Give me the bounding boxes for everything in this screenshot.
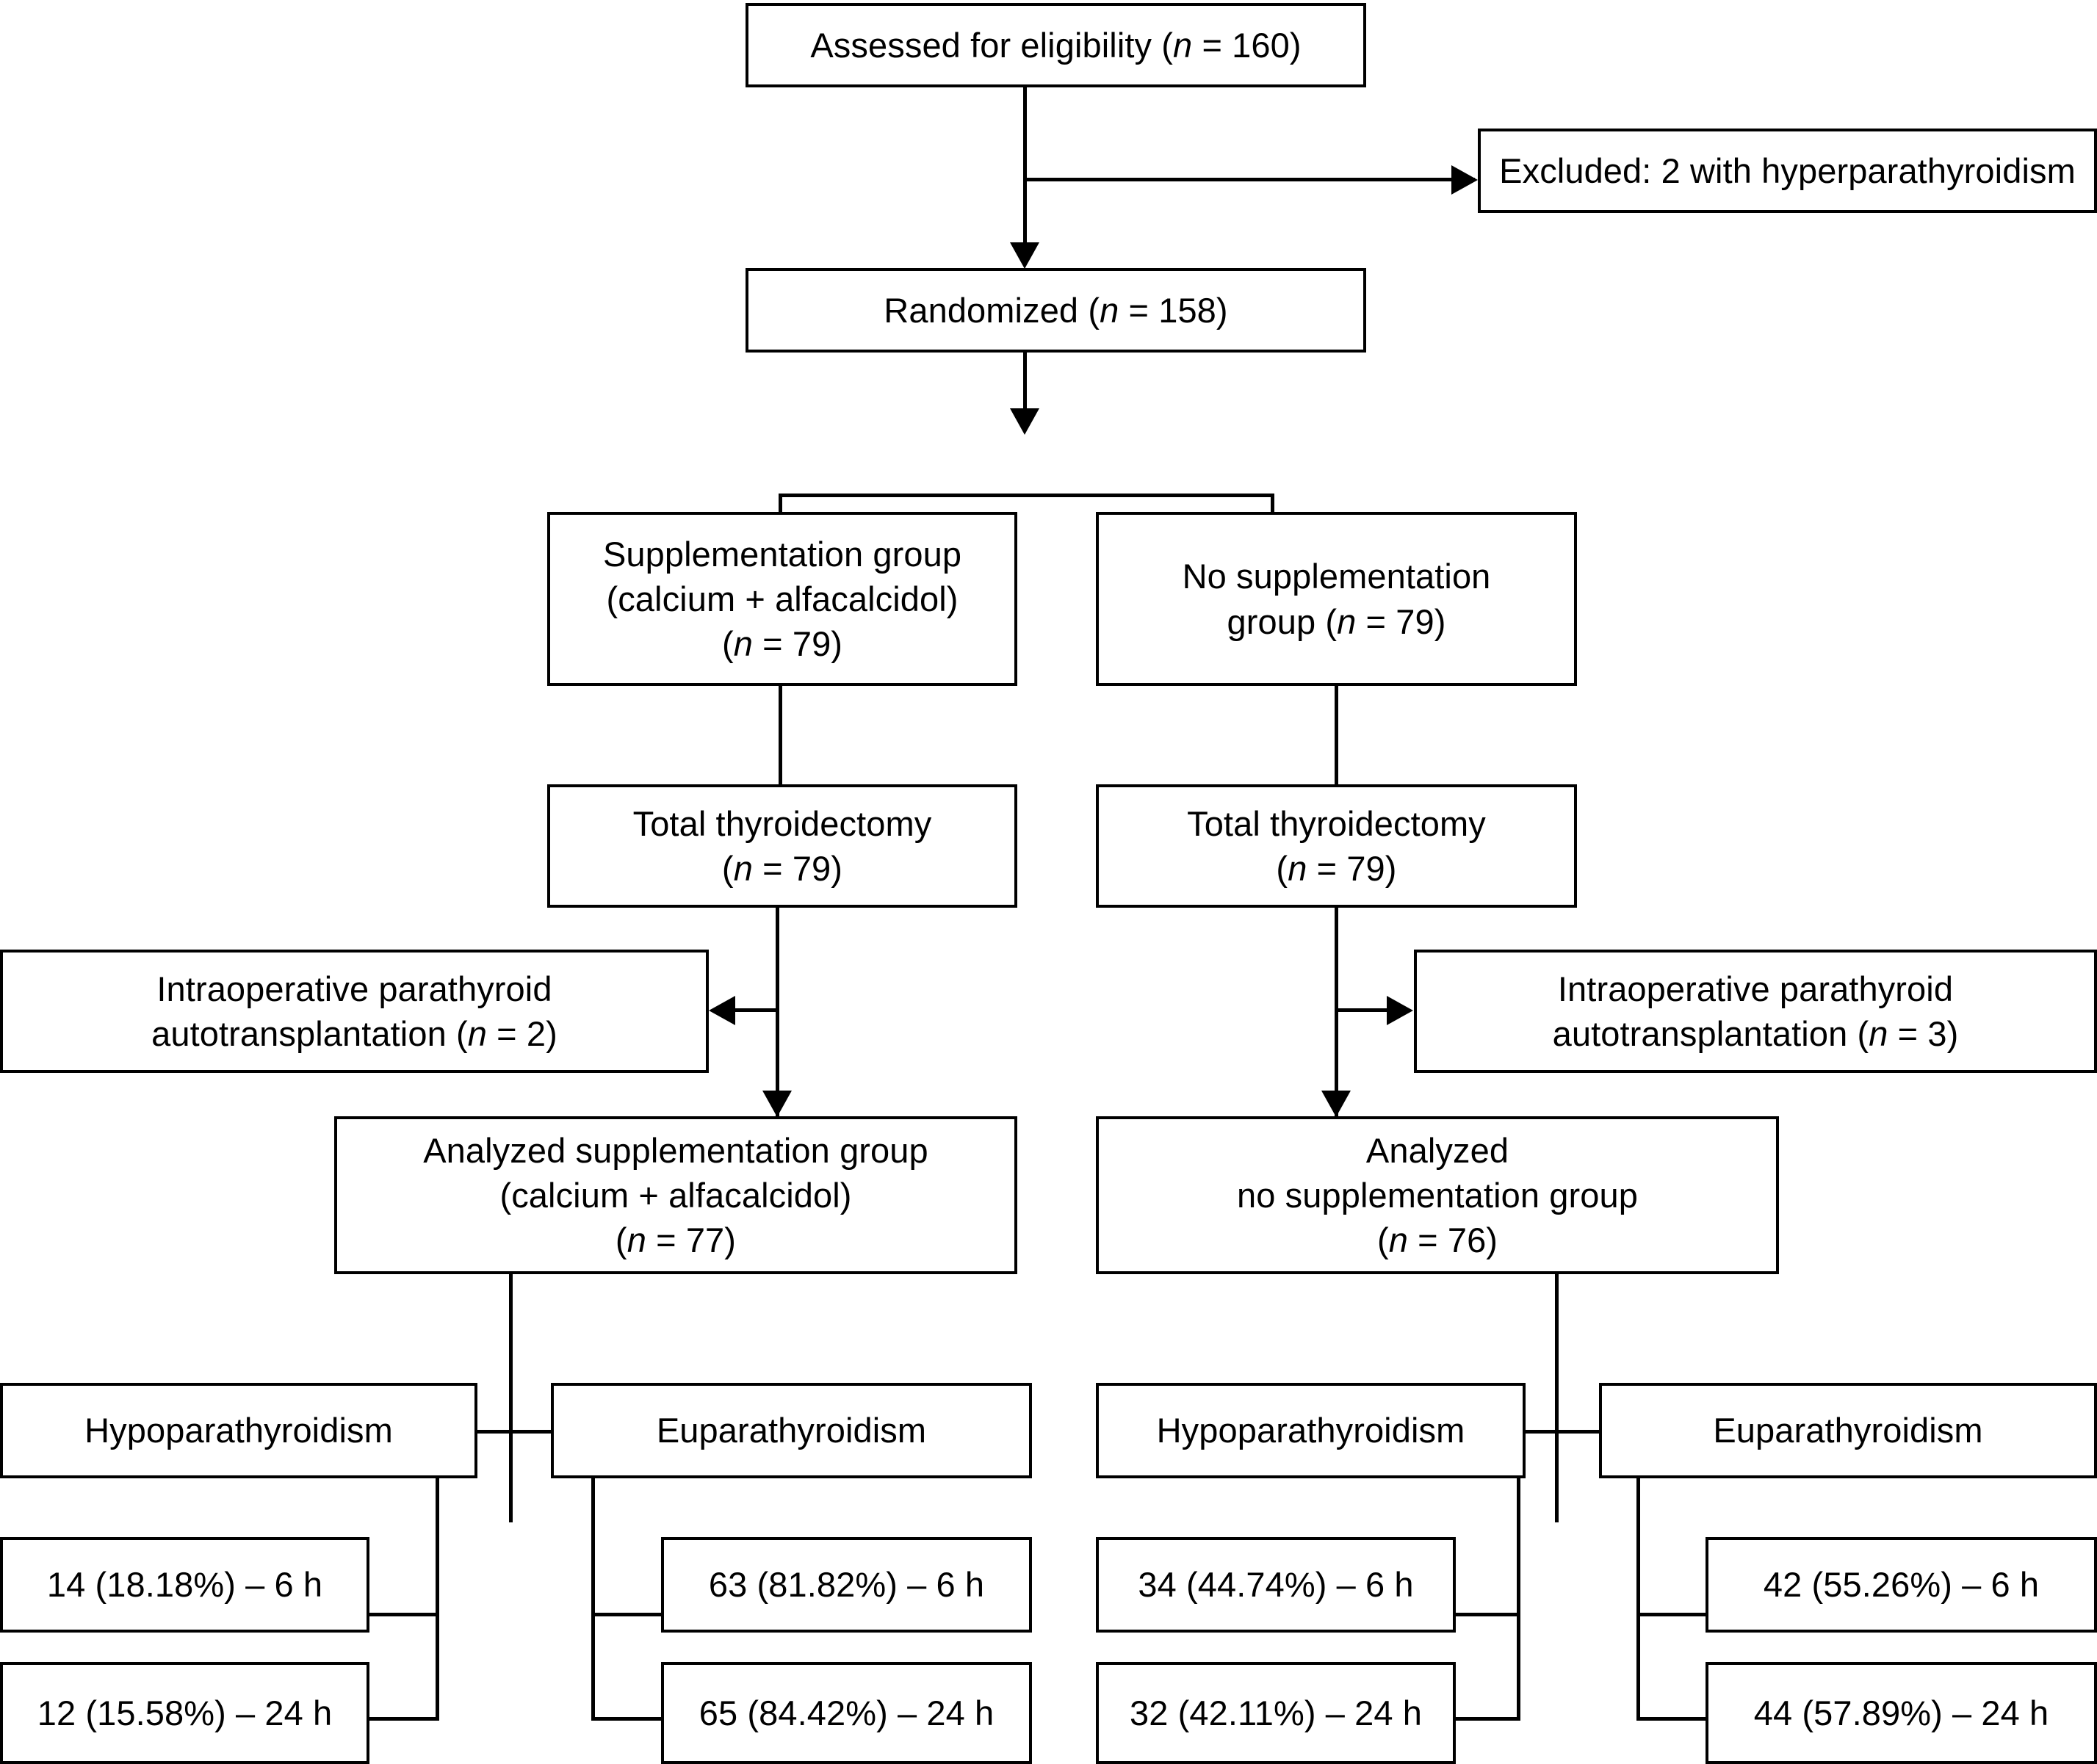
- node-supplementation-group-label: Supplementation group (calcium + alfacal…: [602, 534, 962, 664]
- connector-hypo-right-rail: [1517, 1478, 1520, 1721]
- arrowhead-thyroidectomy-left-trunk: [762, 1091, 792, 1117]
- connector-analyzed-no-supplementation-drop: [1555, 1274, 1559, 1522]
- node-autotransplant-right-label: Intraoperative parathyroid autotransplan…: [1552, 969, 1959, 1053]
- connector-thyroidectomy-left-to-autotransplant: [735, 1008, 779, 1012]
- node-autotransplant-left-label: Intraoperative parathyroid autotransplan…: [151, 969, 557, 1053]
- node-total-thyroidectomy-left-label: Total thyroidectomy (n = 79): [632, 803, 932, 888]
- node-eu-right-6h-label: 42 (55.26%) – 6 h: [1763, 1565, 2040, 1605]
- connector-analyzed-supplementation-drop: [509, 1274, 513, 1522]
- connector-analyzed-no-supplementation-to-hypo: [1522, 1430, 1559, 1434]
- connector-analyzed-supplementation-to-eu: [509, 1430, 553, 1434]
- connector-eu-left-to-24h: [591, 1717, 661, 1721]
- node-analyzed-supplementation: Analyzed supplementation group (calcium …: [334, 1116, 1017, 1274]
- arrowhead-assessed-to-randomized: [1010, 242, 1039, 269]
- node-euparathyroidism-left: Euparathyroidism: [551, 1383, 1032, 1478]
- node-hypo-left-24h: 12 (15.58%) – 24 h: [0, 1662, 369, 1764]
- node-assessed-for-eligibility: Assessed for eligibility (n = 160): [746, 3, 1366, 87]
- node-eu-right-6h: 42 (55.26%) – 6 h: [1706, 1537, 2097, 1633]
- connector-split-bar: [779, 494, 1274, 497]
- node-hypo-right-24h-label: 32 (42.11%) – 24 h: [1129, 1693, 1423, 1732]
- connector-hypo-right-to-6h: [1454, 1613, 1520, 1616]
- node-euparathyroidism-right-label: Euparathyroidism: [1713, 1411, 1983, 1450]
- connector-hypo-right-to-24h: [1454, 1717, 1520, 1721]
- connector-supplementation-to-thyroidectomy: [779, 686, 782, 784]
- node-eu-left-24h: 65 (84.42%) – 24 h: [661, 1662, 1032, 1764]
- connector-eu-right-rail: [1636, 1478, 1640, 1721]
- connector-thyroidectomy-right-trunk: [1335, 908, 1338, 1122]
- node-eu-right-24h-label: 44 (57.89%) – 24 h: [1753, 1693, 2049, 1732]
- connector-analyzed-no-supplementation-to-eu: [1555, 1430, 1599, 1434]
- node-randomized-label: Randomized (n = 158): [884, 290, 1228, 330]
- node-hypoparathyroidism-left: Hypoparathyroidism: [0, 1383, 477, 1478]
- connector-eu-left-rail: [591, 1478, 595, 1721]
- connector-analyzed-supplementation-to-hypo: [476, 1430, 513, 1434]
- node-hypo-right-6h-label: 34 (44.74%) – 6 h: [1138, 1565, 1414, 1605]
- node-assessed-label: Assessed for eligibility (n = 160): [810, 25, 1302, 65]
- node-euparathyroidism-left-label: Euparathyroidism: [656, 1411, 927, 1450]
- connector-hypo-left-to-24h: [369, 1717, 439, 1721]
- connector-hypo-left-to-6h: [369, 1613, 439, 1616]
- node-analyzed-no-supplementation: Analyzed no supplementation group (n = 7…: [1096, 1116, 1779, 1274]
- node-hypo-right-6h: 34 (44.74%) – 6 h: [1096, 1537, 1456, 1633]
- node-supplementation-group: Supplementation group (calcium + alfacal…: [547, 512, 1017, 686]
- connector-thyroidectomy-right-to-autotransplant: [1337, 1008, 1387, 1012]
- connector-assessed-to-randomized: [1023, 87, 1027, 254]
- node-excluded-label: Excluded: 2 with hyperparathyroidism: [1499, 151, 2076, 190]
- connector-no-supplementation-to-thyroidectomy: [1335, 686, 1338, 784]
- node-hypoparathyroidism-left-label: Hypoparathyroidism: [84, 1411, 393, 1450]
- node-autotransplant-right: Intraoperative parathyroid autotransplan…: [1414, 950, 2097, 1073]
- node-hypoparathyroidism-right: Hypoparathyroidism: [1096, 1383, 1526, 1478]
- connector-hypo-left-rail: [436, 1478, 439, 1721]
- arrowhead-assessed-to-excluded: [1451, 165, 1478, 195]
- node-hypoparathyroidism-right-label: Hypoparathyroidism: [1156, 1411, 1465, 1450]
- arrowhead-autotransplant-left: [709, 996, 735, 1025]
- connector-eu-right-to-6h: [1636, 1613, 1706, 1616]
- node-euparathyroidism-right: Euparathyroidism: [1599, 1383, 2097, 1478]
- node-eu-right-24h: 44 (57.89%) – 24 h: [1706, 1662, 2097, 1764]
- arrowhead-thyroidectomy-right-trunk: [1321, 1091, 1351, 1117]
- node-eu-left-6h: 63 (81.82%) – 6 h: [661, 1537, 1032, 1633]
- node-eu-left-6h-label: 63 (81.82%) – 6 h: [708, 1565, 985, 1605]
- connector-eu-right-to-24h: [1636, 1717, 1706, 1721]
- connector-assessed-to-excluded: [1023, 178, 1475, 181]
- connector-thyroidectomy-left-trunk: [776, 908, 779, 1122]
- node-analyzed-supplementation-label: Analyzed supplementation group (calcium …: [423, 1130, 928, 1260]
- node-hypo-left-6h-label: 14 (18.18%) – 6 h: [46, 1565, 323, 1605]
- node-hypo-left-24h-label: 12 (15.58%) – 24 h: [37, 1693, 333, 1732]
- node-hypo-left-6h: 14 (18.18%) – 6 h: [0, 1537, 369, 1633]
- arrowhead-randomized-trunk: [1010, 408, 1039, 435]
- node-randomized: Randomized (n = 158): [746, 268, 1366, 353]
- node-total-thyroidectomy-left: Total thyroidectomy (n = 79): [547, 784, 1017, 908]
- node-total-thyroidectomy-right: Total thyroidectomy (n = 79): [1096, 784, 1577, 908]
- node-no-supplementation-group: No supplementation group (n = 79): [1096, 512, 1577, 686]
- node-excluded: Excluded: 2 with hyperparathyroidism: [1478, 129, 2097, 213]
- node-analyzed-no-supplementation-label: Analyzed no supplementation group (n = 7…: [1237, 1130, 1638, 1260]
- node-hypo-right-24h: 32 (42.11%) – 24 h: [1096, 1662, 1456, 1764]
- node-total-thyroidectomy-right-label: Total thyroidectomy (n = 79): [1187, 803, 1486, 888]
- connector-eu-left-to-6h: [591, 1613, 661, 1616]
- arrowhead-autotransplant-right: [1387, 996, 1413, 1025]
- node-no-supplementation-group-label: No supplementation group (n = 79): [1182, 557, 1491, 641]
- node-autotransplant-left: Intraoperative parathyroid autotransplan…: [0, 950, 709, 1073]
- connector-randomized-trunk: [1023, 353, 1027, 421]
- node-eu-left-24h-label: 65 (84.42%) – 24 h: [699, 1693, 995, 1732]
